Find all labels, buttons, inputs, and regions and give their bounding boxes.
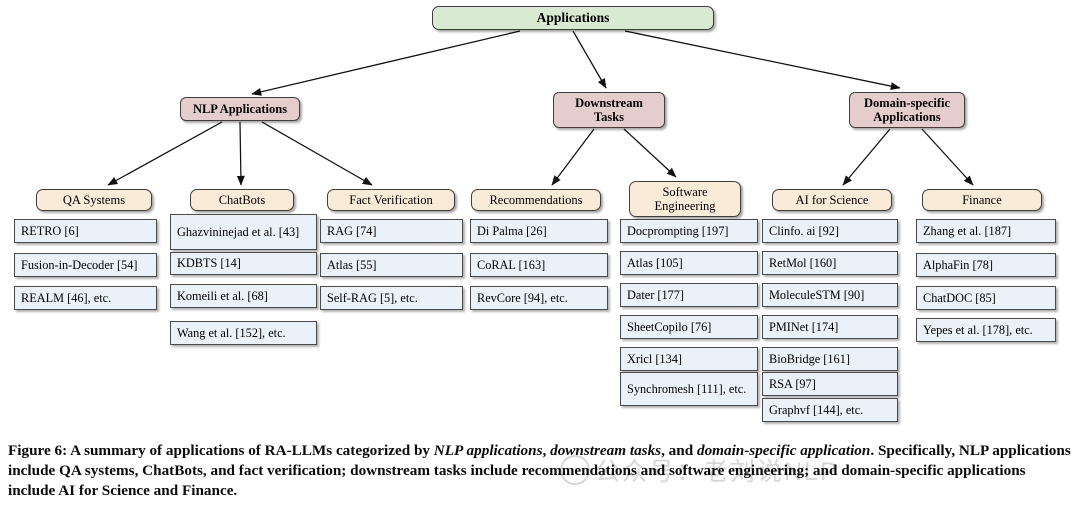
leaf-item[interactable]: RevCore [94], etc. xyxy=(470,286,608,310)
leaf-item[interactable]: MoleculeSTM [90] xyxy=(762,283,898,307)
leaf-item-label: REALM [46], etc. xyxy=(21,290,112,305)
caption-text: , xyxy=(542,442,551,459)
leaf-item-label: Fusion-in-Decoder [54] xyxy=(21,257,138,272)
leaf-item[interactable]: Clinfo. ai [92] xyxy=(762,219,898,243)
leaf-item-label: Wang et al. [152], etc. xyxy=(177,325,286,340)
leaf-item-label: PMINet [174] xyxy=(769,319,839,334)
leaf-item[interactable]: RAG [74] xyxy=(320,219,463,243)
leaf-item-label: Ghazvininejad et al. [43] xyxy=(177,224,300,239)
tree-node-label: NLP Applications xyxy=(192,102,288,116)
caption-text: . Specifically, NLP applications include… xyxy=(8,442,1071,500)
figure-caption: Figure 6: A summary of applications of R… xyxy=(8,441,1072,501)
leaf-item-label: MoleculeSTM [90] xyxy=(769,287,865,302)
leaf-item[interactable]: Di Palma [26] xyxy=(470,219,608,243)
leaf-item[interactable]: SheetCopilo [76] xyxy=(620,315,758,339)
leaf-item[interactable]: RSA [97] xyxy=(762,372,898,396)
leaf-item-label: Zhang et al. [187] xyxy=(923,223,1012,238)
tree-node-chatbots[interactable]: ChatBots xyxy=(190,189,294,211)
leaf-item-label: Di Palma [26] xyxy=(477,223,547,238)
leaf-item[interactable]: Wang et al. [152], etc. xyxy=(170,321,317,345)
leaf-item[interactable]: Xricl [134] xyxy=(620,347,758,371)
leaf-item[interactable]: AlphaFin [78] xyxy=(916,253,1056,277)
leaf-item[interactable]: Graphvf [144], etc. xyxy=(762,398,898,422)
leaf-item[interactable]: RETRO [6] xyxy=(14,219,157,243)
leaf-item[interactable]: BioBridge [161] xyxy=(762,347,898,371)
tree-node-root[interactable]: Applications xyxy=(432,6,714,30)
leaf-item-label: RevCore [94], etc. xyxy=(477,290,568,305)
tree-node-label: QA Systems xyxy=(62,193,126,207)
leaf-item[interactable]: Fusion-in-Decoder [54] xyxy=(14,253,157,277)
leaf-item[interactable]: ChatDOC [85] xyxy=(916,286,1056,310)
tree-node-ai-for-science[interactable]: AI for Science xyxy=(772,189,892,211)
leaf-item[interactable]: Yepes et al. [178], etc. xyxy=(916,318,1056,342)
leaf-item-label: RetMol [160] xyxy=(769,255,837,270)
caption-emphasis: downstream tasks xyxy=(550,442,662,459)
leaf-item-label: AlphaFin [78] xyxy=(923,257,994,272)
leaf-item[interactable]: Dater [177] xyxy=(620,283,758,307)
leaf-item[interactable]: Atlas [105] xyxy=(620,251,758,275)
leaf-item[interactable]: Atlas [55] xyxy=(320,253,463,277)
leaf-item-label: KDBTS [14] xyxy=(177,256,241,271)
leaf-item-label: Self-RAG [5], etc. xyxy=(327,290,418,305)
leaf-item-label: Dater [177] xyxy=(627,287,685,302)
leaf-item[interactable]: KDBTS [14] xyxy=(170,252,317,275)
caption-emphasis: domain-specific application xyxy=(696,442,871,459)
leaf-item[interactable]: Synchromesh [111], etc. xyxy=(620,372,758,406)
leaf-item-label: Graphvf [144], etc. xyxy=(769,402,864,417)
caption-text: , and xyxy=(661,442,697,459)
leaf-item-label: ChatDOC [85] xyxy=(923,290,996,305)
leaf-item-label: Komeili et al. [68] xyxy=(177,288,268,303)
tree-node-nlp[interactable]: NLP Applications xyxy=(180,97,300,121)
leaf-item[interactable]: CoRAL [163] xyxy=(470,253,608,277)
tree-node-label: Applications xyxy=(536,10,610,26)
caption-emphasis: NLP applications xyxy=(433,442,543,459)
leaf-item-label: Clinfo. ai [92] xyxy=(769,223,840,238)
leaf-item-label: CoRAL [163] xyxy=(477,257,546,272)
leaf-item[interactable]: REALM [46], etc. xyxy=(14,286,157,310)
leaf-item-label: SheetCopilo [76] xyxy=(627,319,712,334)
leaf-item-label: Synchromesh [111], etc. xyxy=(627,381,747,396)
leaf-item[interactable]: Komeili et al. [68] xyxy=(170,284,317,308)
leaf-item[interactable]: RetMol [160] xyxy=(762,251,898,275)
leaf-item-label: Xricl [134] xyxy=(627,351,682,366)
tree-node-label: Recommendations xyxy=(489,193,583,207)
leaf-item[interactable]: Zhang et al. [187] xyxy=(916,219,1056,243)
tree-node-label: Fact Verification xyxy=(349,193,433,207)
leaf-item[interactable]: Ghazvininejad et al. [43] xyxy=(170,214,317,250)
tree-node-qa-systems[interactable]: QA Systems xyxy=(36,189,152,211)
leaf-item-label: RAG [74] xyxy=(327,223,377,238)
tree-node-label: AI for Science xyxy=(795,193,869,207)
leaf-item-label: RETRO [6] xyxy=(21,223,79,238)
tree-node-fact-verification[interactable]: Fact Verification xyxy=(327,189,455,211)
leaf-item[interactable]: Self-RAG [5], etc. xyxy=(320,286,463,310)
leaf-item[interactable]: Docprompting [197] xyxy=(620,219,758,243)
tree-node-label: Finance xyxy=(962,193,1002,207)
leaf-item-label: Docprompting [197] xyxy=(627,223,729,238)
leaf-item-label: Yepes et al. [178], etc. xyxy=(923,322,1033,337)
tree-node-finance[interactable]: Finance xyxy=(922,189,1042,211)
leaf-item-label: BioBridge [161] xyxy=(769,351,850,366)
leaf-item-label: Atlas [105] xyxy=(627,255,683,270)
tree-node-label: ChatBots xyxy=(218,193,266,207)
leaf-item[interactable]: PMINet [174] xyxy=(762,315,898,339)
leaf-item-label: RSA [97] xyxy=(769,376,816,391)
caption-text: Figure 6: A summary of applications of R… xyxy=(8,442,434,459)
leaf-item-label: Atlas [55] xyxy=(327,257,377,272)
tree-node-recommendations[interactable]: Recommendations xyxy=(471,189,601,211)
